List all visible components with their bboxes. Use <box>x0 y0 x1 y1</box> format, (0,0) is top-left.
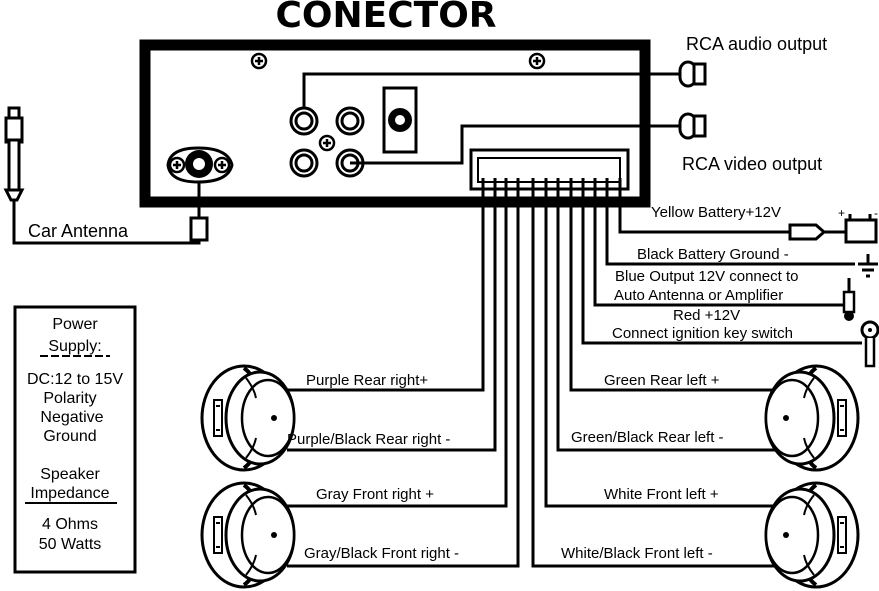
power-label: Power <box>52 316 98 333</box>
svg-text:-: - <box>874 206 878 220</box>
rca-jack-icon <box>289 106 319 136</box>
rca-audio-wire <box>302 72 680 108</box>
screw-icon <box>250 52 268 70</box>
speaker-wires <box>287 178 775 568</box>
rca-video-wire <box>350 124 680 165</box>
power-wires <box>581 178 862 345</box>
speaker-label: Speaker <box>40 466 100 483</box>
rca-video-output-label: RCA video output <box>682 154 822 174</box>
rca-video-plug-icon <box>678 112 707 140</box>
antenna-plug-icon <box>189 216 209 242</box>
car-antenna-label: Car Antenna <box>28 221 129 241</box>
gray-wire-label: Gray Front right + <box>316 486 434 503</box>
ground-label: Ground <box>43 428 96 445</box>
svg-text:+: + <box>838 206 845 220</box>
red-wire-label-2: Connect ignition key switch <box>612 325 793 342</box>
impedance-label: Impedance <box>30 485 109 502</box>
negative-label: Negative <box>40 409 103 426</box>
fuse-block-icon <box>382 86 418 154</box>
watts-label: 50 Watts <box>39 536 102 553</box>
antenna-socket-icon <box>166 146 234 184</box>
rca-jack-icon <box>335 106 365 136</box>
car-antenna-icon <box>3 106 25 202</box>
battery-icon: + - <box>788 206 878 244</box>
polarity-label: Polarity <box>43 390 96 407</box>
green-black-wire-label: Green/Black Rear left - <box>571 429 724 446</box>
green-wire-label: Green Rear left + <box>604 372 720 389</box>
ignition-key-icon <box>860 320 879 368</box>
white-black-wire-label: White/Black Front left - <box>561 545 713 562</box>
speaker-rear-right-icon <box>200 364 296 472</box>
speaker-front-left-icon <box>764 481 860 589</box>
antenna-cable <box>12 182 201 245</box>
speaker-front-right-icon <box>200 481 296 589</box>
supply-label: Supply: <box>48 338 101 355</box>
yellow-wire-label: Yellow Battery+12V <box>651 204 781 221</box>
black-wire-label: Black Battery Ground - <box>637 246 789 263</box>
dc-label: DC:12 to 15V <box>27 371 123 388</box>
screw-icon <box>318 134 336 152</box>
rca-jack-icon <box>289 148 319 178</box>
rca-audio-plug-icon <box>678 60 707 88</box>
screw-icon <box>528 52 546 70</box>
red-wire-label-1: Red +12V <box>673 307 740 324</box>
power-supply-box <box>13 305 137 574</box>
blue-wire-label-2: Auto Antenna or Amplifier <box>614 287 783 304</box>
blue-wire-label-1: Blue Output 12V connect to <box>615 268 798 285</box>
ohms-label: 4 Ohms <box>42 516 98 533</box>
purple-black-wire-label: Purple/Black Rear right - <box>287 431 450 448</box>
purple-wire-label: Purple Rear right+ <box>306 372 428 389</box>
head-unit-body <box>139 39 651 208</box>
white-wire-label: White Front left + <box>604 486 719 503</box>
auto-antenna-icon <box>842 278 856 321</box>
diagram-title: CONECTOR <box>275 0 496 36</box>
rca-audio-output-label: RCA audio output <box>686 34 827 54</box>
gray-black-wire-label: Gray/Black Front right - <box>304 545 459 562</box>
ground-icon <box>858 254 878 278</box>
speaker-rear-left-icon <box>764 364 860 472</box>
